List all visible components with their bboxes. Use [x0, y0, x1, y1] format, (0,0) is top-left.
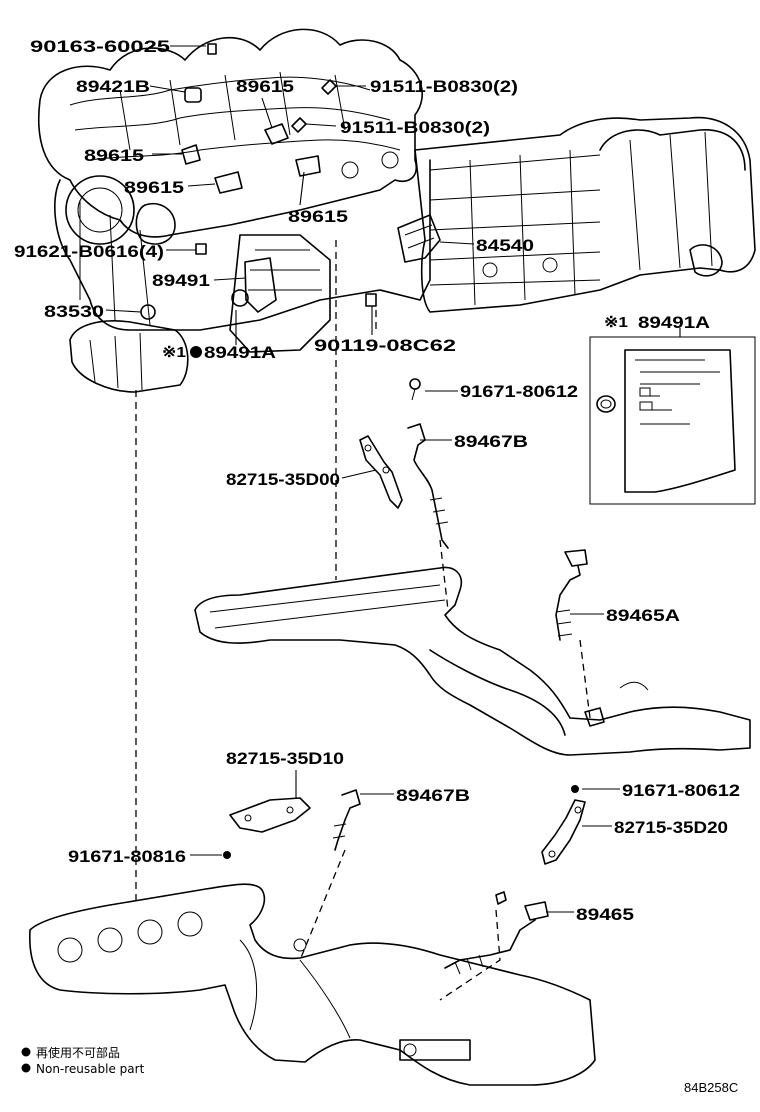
label-84540[interactable]: 84540: [476, 236, 534, 255]
sensor-89465: [444, 891, 549, 975]
bracket-82715-35D00: [359, 435, 403, 509]
label-89491A[interactable]: 89491A: [204, 343, 276, 362]
label-82715-35D10[interactable]: 82715-35D10: [226, 749, 344, 768]
engine-assembly: [38, 28, 756, 393]
legend: 再使用不可部品 Non-reusable part: [21, 1045, 145, 1076]
bolts: [223, 785, 579, 859]
label-89491A-box-marker: ※1: [604, 314, 628, 331]
label-89467B-a[interactable]: 89467B: [454, 432, 528, 451]
label-83530[interactable]: 83530: [44, 302, 104, 321]
label-89615-d[interactable]: 89615: [288, 207, 348, 226]
label-89491[interactable]: 89491: [152, 271, 210, 290]
sensor-89467B-upper: [407, 378, 449, 549]
label-89491A-marker: ※1: [162, 344, 186, 361]
label-89615-a[interactable]: 89615: [236, 77, 294, 96]
label-82715-35D20[interactable]: 82715-35D20: [614, 818, 728, 837]
bracket-82715-35D10: [229, 797, 311, 833]
label-91511-B0830-a[interactable]: 91511-B0830(2): [370, 77, 518, 96]
bracket-82715-35D20: [541, 799, 586, 865]
legend-jp: 再使用不可部品: [36, 1045, 120, 1060]
label-91671-80612-b[interactable]: 91671-80612: [622, 781, 740, 800]
upper-exhaust-pipe: [194, 566, 751, 756]
label-91621-B0616[interactable]: 91621-B0616(4): [14, 242, 164, 261]
part-labels: 90163-60025 89421B 89615 91511-B0830(2) …: [14, 37, 740, 924]
label-89465A[interactable]: 89465A: [606, 606, 680, 625]
legend-dot-jp: [21, 1047, 31, 1057]
label-89615-c[interactable]: 89615: [124, 178, 184, 197]
label-90119-08C62[interactable]: 90119-08C62: [314, 336, 456, 355]
label-89421B[interactable]: 89421B: [76, 77, 150, 96]
label-91671-80612-a[interactable]: 91671-80612: [460, 382, 578, 401]
lower-exhaust-manifold: [29, 883, 596, 1086]
legend-dot-en: [21, 1063, 31, 1073]
non-reusable-dot: [190, 346, 202, 358]
diagram-reference: 84B258C: [684, 1080, 738, 1095]
leader-lines: [105, 45, 681, 913]
label-89615-b[interactable]: 89615: [84, 146, 144, 165]
assembly-lines: [135, 240, 591, 1001]
label-90163-60025[interactable]: 90163-60025: [30, 37, 170, 56]
label-89465[interactable]: 89465: [576, 905, 634, 924]
label-91511-B0830-b[interactable]: 91511-B0830(2): [340, 118, 490, 137]
label-89467B-b[interactable]: 89467B: [396, 786, 470, 805]
sensor-89465A: [555, 549, 588, 641]
label-82715-35D00[interactable]: 82715-35D00: [226, 470, 340, 489]
legend-en: Non-reusable part: [36, 1062, 145, 1076]
sensor-89467B-lower: [332, 789, 361, 851]
inset-box-89491A: [589, 336, 756, 505]
label-89491A-box[interactable]: 89491A: [638, 313, 710, 332]
label-91671-80816[interactable]: 91671-80816: [68, 847, 186, 866]
